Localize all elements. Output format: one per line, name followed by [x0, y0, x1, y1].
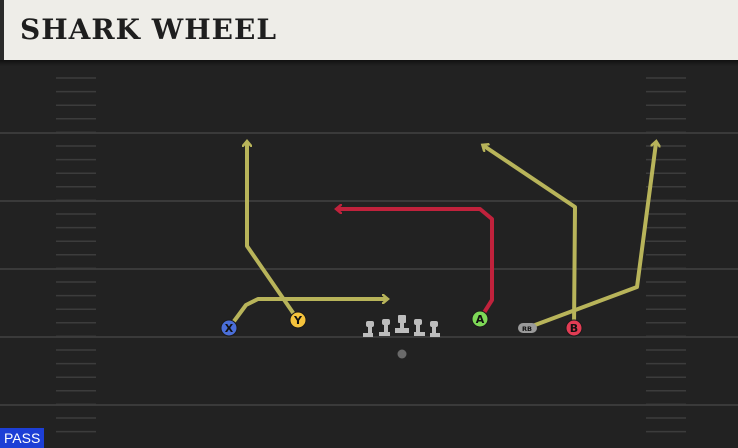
hash-marks-left	[56, 77, 96, 433]
route-rb-wheel	[526, 143, 656, 330]
route-b-corner	[484, 146, 577, 329]
player-x-label: X	[225, 322, 234, 335]
route-a-sail	[338, 209, 494, 321]
play-title: SHARK WHEEL	[20, 13, 278, 46]
lineman-icon	[379, 319, 390, 336]
title-bar-shadow	[0, 60, 738, 66]
player-b-label: B	[570, 322, 578, 335]
yard-lines	[0, 132, 738, 406]
center-icon	[395, 315, 409, 333]
player-x: X	[220, 319, 238, 337]
quarterback-icon	[397, 349, 407, 359]
play-type-badge: PASS	[0, 428, 45, 448]
lineman-icon	[363, 321, 374, 337]
route-y-post	[247, 143, 300, 322]
title-bar: SHARK WHEEL	[0, 0, 738, 60]
player-y: Y	[289, 311, 307, 329]
hash-marks-right	[646, 77, 686, 433]
lineman-icon	[414, 319, 425, 336]
player-b: B	[565, 319, 583, 337]
lineman-icon	[430, 321, 440, 337]
offensive-line	[363, 315, 440, 337]
player-rb: RB	[518, 323, 537, 333]
player-a-label: A	[476, 313, 485, 326]
route-x-drag	[227, 299, 386, 330]
player-y-label: Y	[293, 314, 303, 327]
player-rb-label: RB	[522, 325, 532, 333]
player-a: A	[471, 310, 489, 328]
